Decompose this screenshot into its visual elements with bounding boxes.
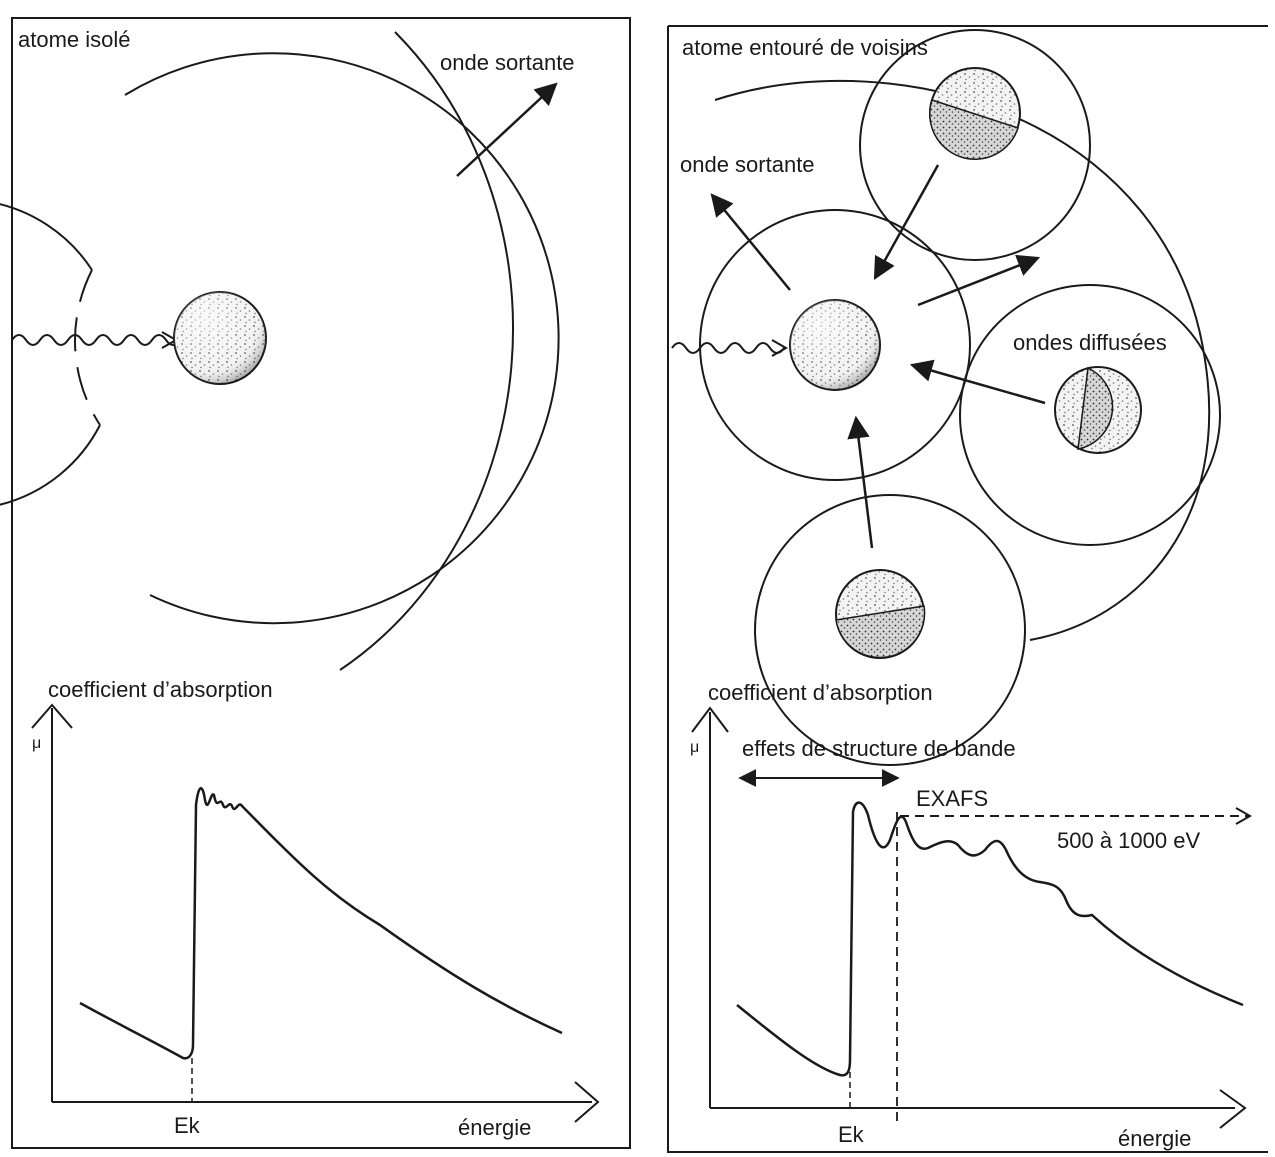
right-wave-label: onde sortante [680,152,815,177]
neighbor-top-ring [859,29,1091,261]
neighbor-atom-bottom-shadow [835,605,926,659]
right-y-axis-arrowhead [691,706,729,733]
left-y-axis-symbol: μ [32,735,41,752]
scatter-arrow-from-right [909,359,1046,405]
neighbor-right-ring [959,284,1221,546]
central-wave-ring [699,209,971,481]
right-labels: atome entouré de voisins onde sortante o… [680,35,1200,1151]
neighbor-atom-right-shadow [1077,366,1114,450]
right-outgoing-arrow [710,193,791,291]
right-incident-photon-arrowhead [771,339,789,357]
left-x-axis-label: énergie [458,1115,531,1140]
outer-wave-ring [714,79,1211,641]
neighbor-atom-top-shadow [929,99,1019,160]
left-panel-frame [11,17,631,1149]
exafs-range-arrowhead [1235,807,1253,825]
wave-ring-middle [124,52,560,625]
absorbing-atom-shade [174,292,266,384]
outgoing-wave-arrow [456,82,558,177]
wave-ring-outer [339,31,515,671]
band-effects-label: effets de structure de bande [742,736,1016,761]
wave-ring-inner [0,203,101,506]
exafs-label: EXAFS [916,786,988,811]
right-y-axis-symbol: μ [690,739,699,756]
left-absorption-axes [31,703,600,1123]
scattered-waves-label: ondes diffusées [1013,330,1167,355]
exafs-range-label: 500 à 1000 eV [1057,828,1200,853]
left-wave-label: onde sortante [440,50,575,75]
right-panel-frame [667,25,1268,1153]
right-incident-photon-wave [671,342,785,354]
right-absorption-curve [736,801,1244,1077]
wave-ring-inner-dash [74,269,101,426]
scatter-arrow-from-bottom [847,415,874,549]
neighbor-bottom-ring [754,494,1026,766]
right-absorption-label: coefficient d’absorption [708,680,933,705]
right-panel [667,25,1268,1153]
outgoing-arrow-right [917,254,1041,307]
left-absorption-label: coefficient d’absorption [48,677,273,702]
right-x-axis-label: énergie [1118,1126,1191,1151]
left-labels: atome isolé onde sortante coefficient d’… [18,27,575,1140]
incident-photon-wave [11,334,181,346]
right-absorption-axes [691,706,1247,1129]
scatter-arrow-from-top [873,164,940,280]
left-edge-label: Ek [174,1113,201,1138]
right-panel-title: atome entouré de voisins [682,35,928,60]
left-x-axis-arrowhead [574,1081,600,1123]
right-x-axis-arrowhead [1219,1089,1247,1129]
left-y-axis-arrowhead [31,703,73,729]
right-edge-label: Ek [838,1122,865,1147]
left-panel [0,17,631,1149]
left-absorption-curve [79,787,563,1060]
right-absorbing-atom-shade [790,300,880,390]
left-panel-title: atome isolé [18,27,131,52]
